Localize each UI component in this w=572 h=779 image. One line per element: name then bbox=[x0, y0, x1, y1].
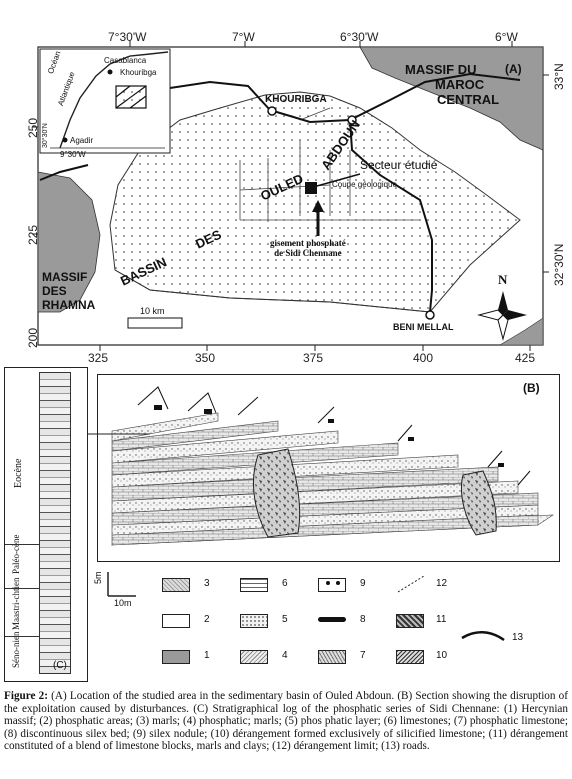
bottom-coord-5: 425 bbox=[515, 351, 536, 365]
massif-south bbox=[498, 317, 544, 346]
legend-num-11: 11 bbox=[436, 614, 447, 625]
legend-swatch-10 bbox=[396, 650, 424, 664]
north-arrow-icon bbox=[477, 291, 527, 341]
legend-num-6: 6 bbox=[282, 578, 288, 589]
inset-lon-label: 9°30'W bbox=[60, 150, 86, 159]
massif-maroc-line-1: MASSIF DU bbox=[405, 62, 477, 77]
top-coord-2: 7°W bbox=[232, 30, 255, 44]
legend-num-9: 9 bbox=[360, 578, 366, 589]
gisement-label: gisement phosphaté de Sidi Chennane bbox=[270, 238, 346, 258]
legend-swatch-4 bbox=[240, 650, 268, 664]
derangement-limit-icon bbox=[397, 575, 425, 593]
north-label: N bbox=[498, 272, 508, 287]
caption-label: Figure 2: bbox=[4, 690, 48, 702]
legend-num-8: 8 bbox=[360, 614, 366, 625]
log-scale-v: 5m bbox=[93, 571, 103, 584]
massif-maroc-line-2: MAROC bbox=[435, 77, 485, 92]
legend-num-3: 3 bbox=[204, 578, 210, 589]
top-coord-3: 6°30'W bbox=[340, 30, 379, 44]
derangement-2 bbox=[460, 470, 497, 536]
stratigraphic-column bbox=[39, 372, 71, 674]
stage-paleocene: Paléo-cène bbox=[11, 534, 21, 574]
bottom-coord-2: 350 bbox=[195, 351, 216, 365]
legend-swatch-9 bbox=[318, 578, 346, 592]
log-scale-h: 10m bbox=[114, 598, 132, 608]
derangement-1 bbox=[252, 448, 301, 538]
inset-map bbox=[39, 48, 171, 154]
stage-maastrichtien: Maastri-chtien bbox=[11, 577, 21, 630]
bottom-coord-1: 325 bbox=[88, 351, 109, 365]
caption-text: (A) Location of the studied area in the … bbox=[4, 690, 568, 753]
bottom-coord-4: 400 bbox=[413, 351, 434, 365]
silex-nodule-icon bbox=[326, 581, 330, 585]
legend-num-13: 13 bbox=[512, 632, 524, 643]
map-svg bbox=[32, 41, 549, 351]
massif-maroc-label: MASSIF DU MAROC CENTRAL bbox=[405, 62, 499, 107]
section-panel: (B) bbox=[97, 374, 560, 562]
massif-maroc-line-3: CENTRAL bbox=[437, 92, 500, 107]
legend-swatch-6 bbox=[240, 578, 268, 592]
inset-khouribga-label: Khouribga bbox=[120, 68, 157, 77]
massif-maroc-central bbox=[359, 46, 544, 151]
legend-num-2: 2 bbox=[204, 614, 210, 625]
legend: 3 2 1 6 5 4 9 8 7 12 11 10 13 bbox=[160, 570, 560, 682]
khouribga-label: KHOURIBGA bbox=[265, 94, 327, 105]
legend-swatch-11 bbox=[396, 614, 424, 628]
stage-divider-1 bbox=[5, 544, 39, 545]
scale-label: 10 km bbox=[140, 306, 165, 316]
stage-eocene: Eocène bbox=[13, 458, 24, 488]
panel-a-label: (A) bbox=[505, 62, 522, 76]
massif-rhamna bbox=[37, 171, 101, 313]
log-scale-icon bbox=[107, 572, 136, 597]
bottom-coord-3: 375 bbox=[303, 351, 324, 365]
top-coord-4: 6°W bbox=[495, 30, 518, 44]
legend-swatch-1 bbox=[162, 650, 190, 664]
silex-nodule-icon-2 bbox=[336, 581, 340, 585]
stage-divider-2 bbox=[5, 588, 39, 589]
massif-rhamna-line-2: DES bbox=[42, 284, 67, 298]
massif-rhamna-line-1: MASSIF bbox=[42, 270, 88, 284]
legend-num-12: 12 bbox=[436, 578, 448, 589]
log-panel: Eocène Paléo-cène Maastri-chtien Séno-ni… bbox=[4, 367, 88, 682]
road-icon bbox=[461, 631, 505, 642]
massif-rhamna-line-3: RHAMNA bbox=[42, 298, 96, 312]
gisement-line-1: gisement phosphaté bbox=[270, 238, 346, 248]
map-panel: 7°30'W 7°W 6°30'W 6°W 33°N 32°30'N 250 2… bbox=[0, 0, 572, 370]
stage-divider-3 bbox=[5, 636, 39, 637]
silex-bed-icon bbox=[318, 617, 346, 622]
section-svg bbox=[110, 386, 555, 546]
legend-num-10: 10 bbox=[436, 650, 448, 661]
legend-num-7: 7 bbox=[360, 650, 366, 661]
legend-num-4: 4 bbox=[282, 650, 288, 661]
panel-b-label: (B) bbox=[523, 381, 540, 395]
inset-casablanca-label: Casablanca bbox=[104, 56, 147, 65]
massif-rhamna-label: MASSIF DES RHAMNA bbox=[42, 270, 95, 312]
inset-lat-label: 30°30'N bbox=[42, 123, 49, 148]
legend-swatch-7 bbox=[318, 650, 346, 664]
legend-swatch-3 bbox=[162, 578, 190, 592]
gisement-line-2: de Sidi Chennane bbox=[274, 248, 342, 258]
figure-caption: Figure 2: (A) Location of the studied ar… bbox=[4, 690, 568, 753]
legend-num-1: 1 bbox=[204, 650, 210, 661]
legend-swatch-5 bbox=[240, 614, 268, 628]
beni-mellal-label: BENI MELLAL bbox=[393, 322, 454, 332]
panel-c-label: (C) bbox=[53, 660, 67, 671]
secteur-label: Secteur étudié bbox=[360, 158, 438, 172]
coupe-label: Coupe géologique bbox=[332, 180, 397, 189]
inset-agadir-label: Agadir bbox=[70, 136, 94, 145]
legend-num-5: 5 bbox=[282, 614, 288, 625]
study-area-marker bbox=[305, 182, 317, 194]
legend-swatch-2 bbox=[162, 614, 190, 628]
top-coord-1: 7°30'W bbox=[108, 30, 147, 44]
